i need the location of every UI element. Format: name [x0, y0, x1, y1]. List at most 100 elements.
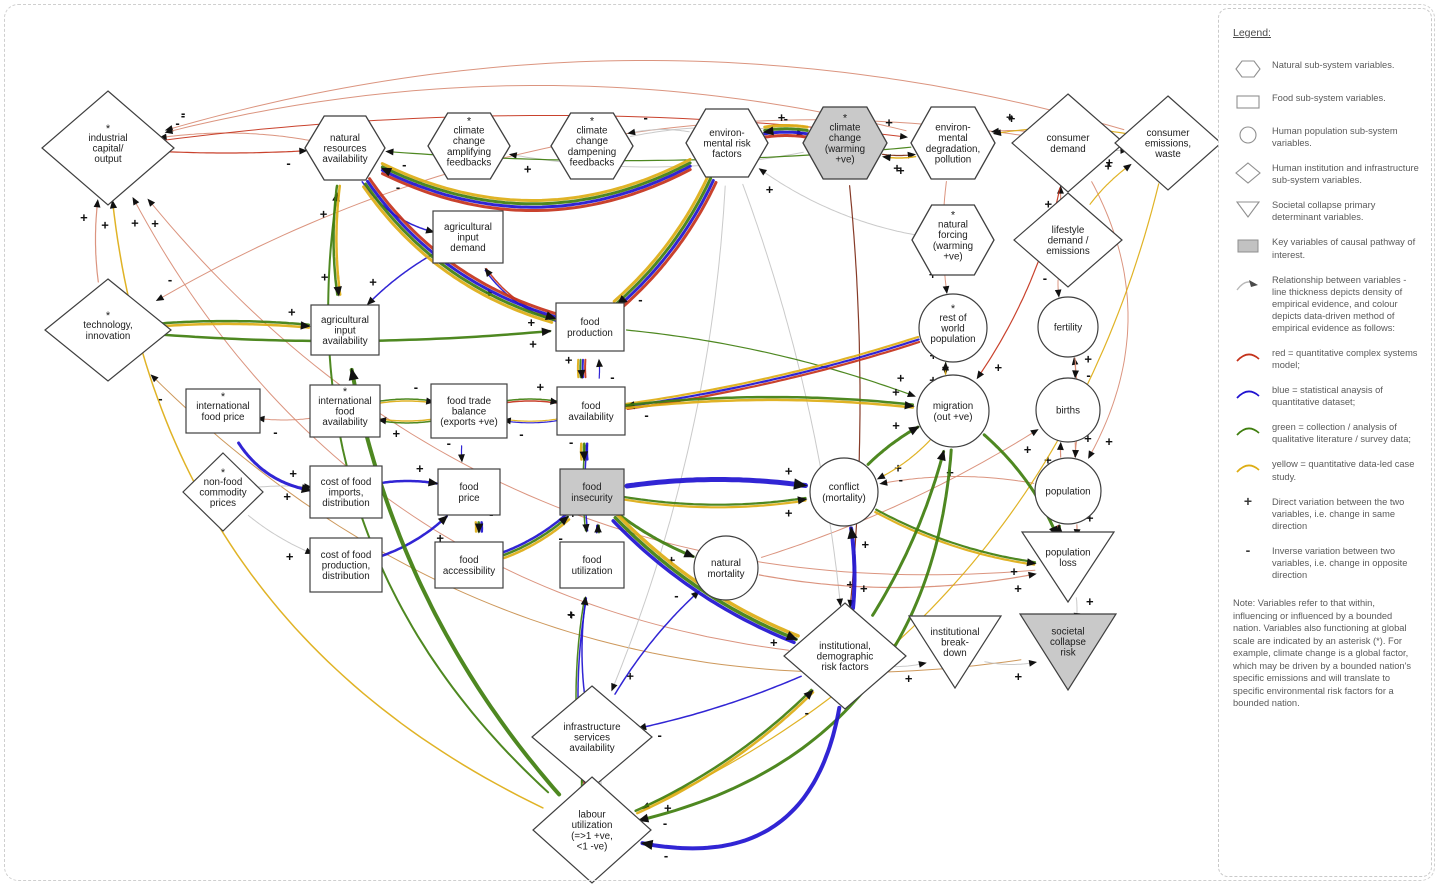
edge-cost_imports-food_price: + — [378, 461, 439, 487]
node-label: climate — [576, 126, 608, 137]
node-label: population — [930, 334, 975, 345]
node-label: waste — [1154, 149, 1181, 160]
node-label: +ve) — [835, 154, 854, 165]
arrowhead-icon — [976, 370, 985, 380]
arrowhead-icon — [385, 148, 394, 156]
sign-label: + — [1014, 581, 1022, 596]
sign-label: + — [286, 549, 294, 564]
arrowhead-icon — [1123, 163, 1132, 172]
node-label: demand — [450, 243, 485, 254]
node-label: distribution — [322, 498, 369, 509]
edge-natural_mortality-population_loss: + — [758, 571, 1037, 596]
global-scale-asterisk: * — [951, 210, 956, 222]
arrowhead-icon — [508, 152, 518, 159]
arrowhead-icon — [879, 479, 888, 486]
node-label: capital/ — [92, 144, 123, 155]
legend-item-text: Societal collapse primary determinant va… — [1272, 200, 1376, 223]
legend-item: -Inverse variation between two variables… — [1233, 543, 1419, 581]
sign-label: + — [1008, 111, 1016, 126]
node-label: forcing — [938, 230, 967, 241]
node-label: food — [582, 482, 601, 493]
node-label: (mortality) — [822, 493, 866, 504]
arrowhead-icon — [797, 496, 808, 505]
sign-label: + — [1106, 155, 1114, 170]
sign-label: + — [626, 668, 634, 683]
sign-label: + — [1024, 442, 1032, 457]
global-scale-asterisk: * — [843, 113, 848, 125]
node-label: climate — [453, 126, 485, 137]
edge-inst_breakdown-societal_collapse: + — [984, 660, 1038, 684]
edge-conflict-population_loss: + — [874, 508, 1037, 579]
legend-item-text: blue = statistical anaysis of quantitati… — [1272, 385, 1383, 408]
node-label: prices — [210, 498, 236, 509]
sign-label: + — [860, 581, 868, 596]
global-scale-asterisk: * — [106, 123, 111, 135]
edge-non_food-cost_production: + — [247, 514, 314, 564]
yellow-arc-icon — [1233, 458, 1263, 476]
edge-env_risk-infrastructure: + — [611, 185, 726, 692]
sign-label: - — [559, 530, 563, 545]
sign-label: - — [1043, 271, 1047, 286]
node-label: innovation — [86, 331, 131, 342]
arrowhead-icon — [437, 515, 449, 526]
sign-label: + — [288, 305, 296, 320]
node-label: feedbacks — [570, 157, 615, 168]
sign-label: + — [392, 426, 400, 441]
node-label: world — [940, 324, 964, 335]
node-label: conflict — [829, 482, 860, 493]
arrowhead-icon — [380, 167, 393, 177]
global-scale-asterisk: * — [221, 467, 226, 479]
edge-food_production-food_availability: + — [565, 352, 587, 380]
node-label: price — [458, 493, 480, 504]
node-label: natural — [711, 558, 741, 569]
sign-label: + — [897, 370, 905, 385]
arrowhead-icon — [627, 128, 636, 136]
node-label: lifestyle — [1052, 225, 1085, 236]
edge-technology-industrial: + — [80, 199, 101, 283]
node-label: non-food — [204, 477, 243, 488]
sign-label: + — [528, 315, 536, 330]
sign-label: + — [885, 115, 893, 130]
node-label: migration — [933, 401, 973, 412]
sign-label: - — [784, 111, 788, 126]
arrowhead-icon — [683, 549, 695, 558]
arrowhead-icon — [847, 526, 858, 540]
arrowhead-icon — [1026, 558, 1037, 567]
arrowhead-icon — [541, 327, 552, 336]
node-label: agricultural — [321, 315, 369, 326]
sign-label: + — [436, 530, 444, 545]
legend-panel: Legend: Natural sub-system variables.Foo… — [1218, 8, 1432, 877]
arrowhead-icon — [147, 198, 156, 207]
global-scale-asterisk: * — [221, 391, 226, 403]
legend-note: Note: Variables refer to that within, in… — [1233, 598, 1412, 709]
edge-food_availability-food_production: - — [596, 358, 615, 385]
arrowhead-icon — [1028, 571, 1037, 579]
sign-label: + — [416, 461, 424, 476]
arrowhead-icon — [785, 631, 798, 641]
sign-label: + — [664, 800, 672, 815]
legend-item-text: Human institution and infrastructure sub… — [1272, 163, 1419, 186]
node-label: environ- — [709, 128, 744, 139]
node-label: input — [457, 233, 479, 244]
node-label: demand / — [1048, 236, 1089, 247]
node-label: down — [943, 648, 966, 659]
arrowhead-icon — [793, 478, 808, 490]
sign-label: + — [1084, 431, 1092, 446]
sign-label: - — [805, 705, 809, 720]
node-label: demand — [1050, 144, 1085, 155]
sign-label: + — [131, 215, 139, 230]
sign-label: + — [778, 110, 786, 125]
node-label: utilization — [572, 820, 613, 831]
arrowhead-icon — [579, 451, 589, 462]
arrowhead-icon — [876, 472, 886, 480]
legend-item-text: green = collection / analysis of qualita… — [1272, 422, 1412, 445]
node-label: (warming — [933, 241, 973, 252]
sign-label: - — [175, 115, 179, 130]
